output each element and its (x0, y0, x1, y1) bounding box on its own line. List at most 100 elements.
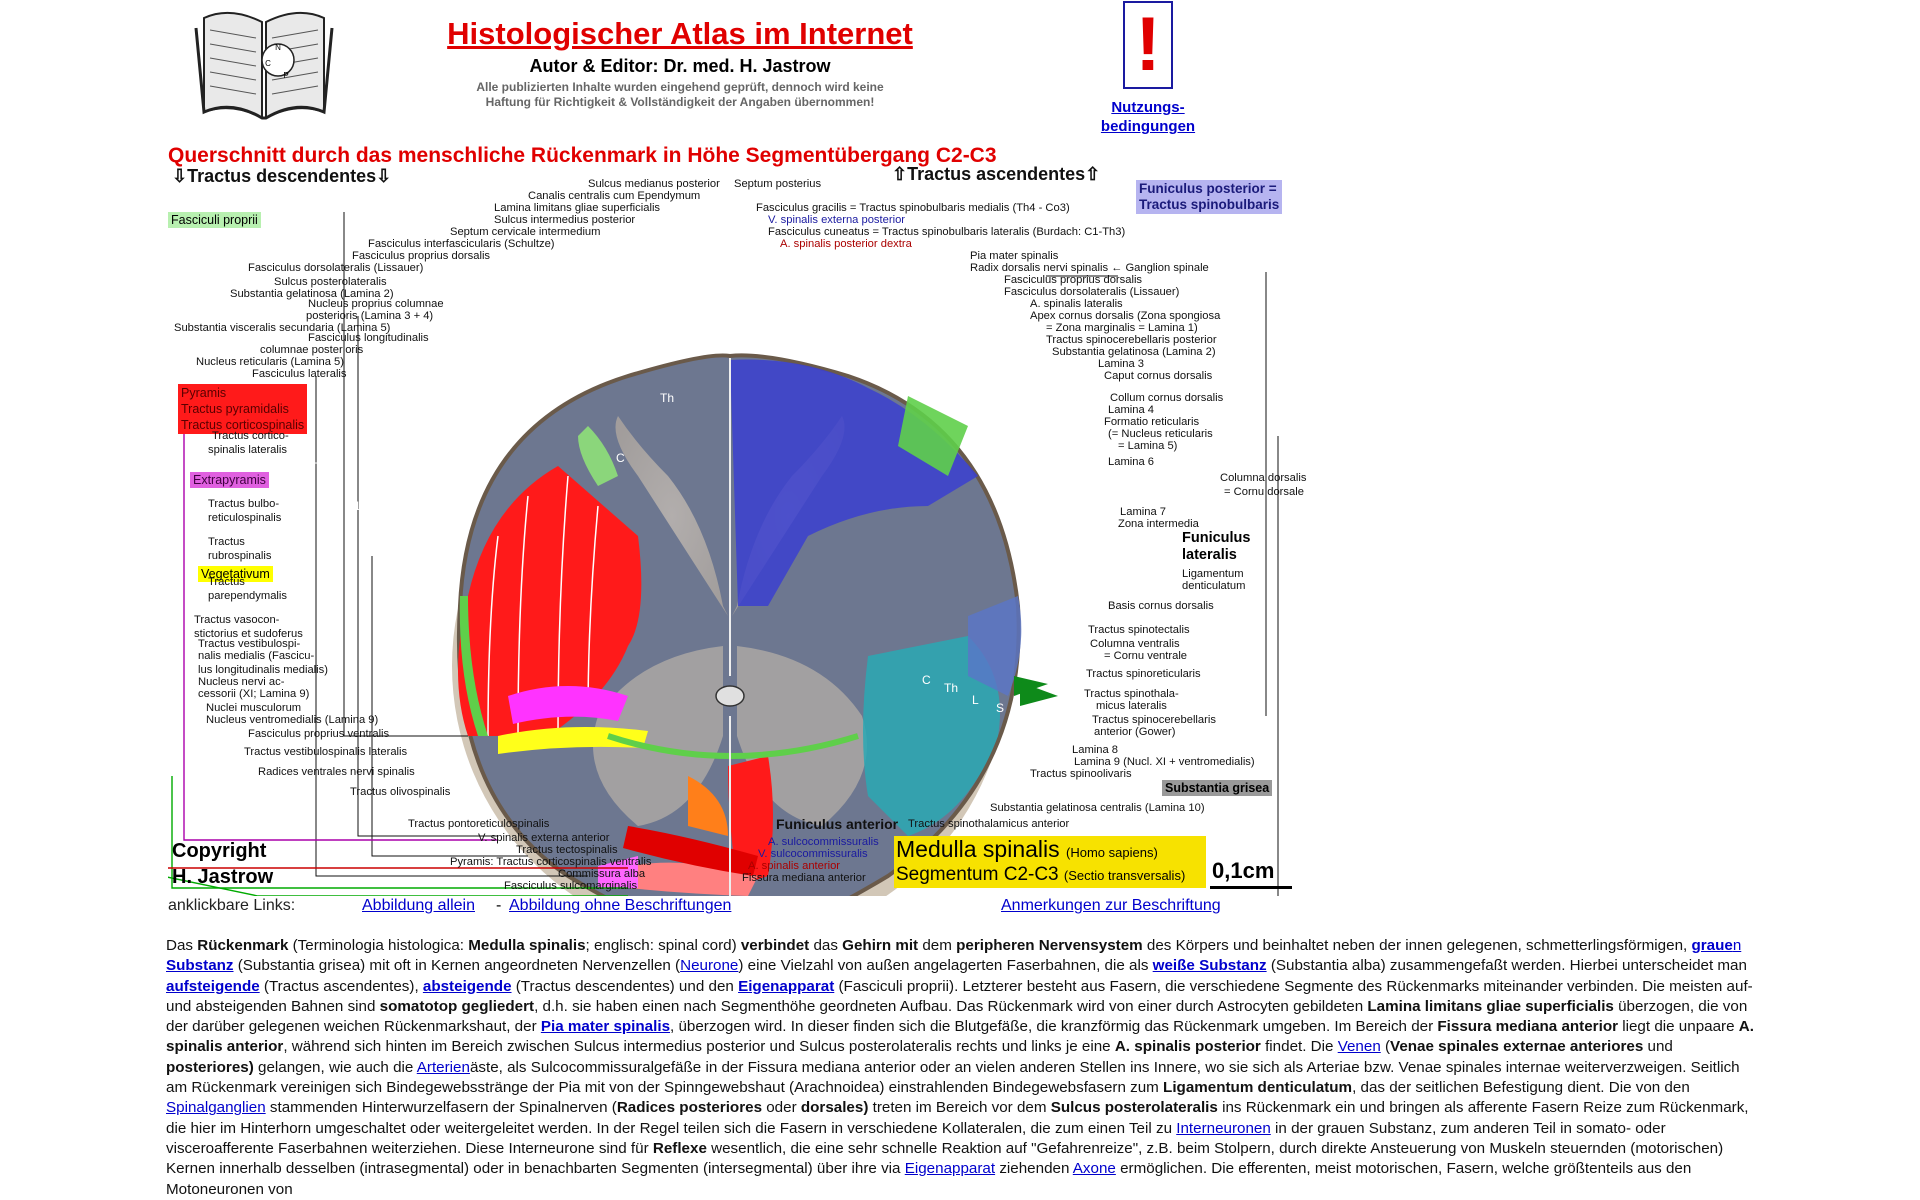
inline-link[interactable]: Neurone (680, 957, 739, 975)
text-run: das (809, 937, 843, 954)
a-spinalis-anterior-label: A. spinalis anterior (748, 860, 841, 872)
book-letter-n: N (275, 43, 281, 52)
segment-title: Segmentum C2-C3 (Sectio transversalis) (896, 864, 1185, 886)
text-run: dem (918, 937, 957, 954)
segment-letter: L (972, 693, 979, 707)
left-structure-label: Fasciculus dorsolateralis (Lissauer) (248, 262, 424, 274)
text-run: (Substantia alba) zusammengefaßt werden.… (1266, 957, 1747, 975)
bold-term: peripheren Nervensystem (956, 937, 1143, 954)
text-run: , das der seitlichen Befestigung dient. … (1352, 1079, 1690, 1097)
text-run: , überzogen wird. In dieser finden sich … (670, 1018, 1438, 1036)
left-structure-label: Fasciculus interfascicularis (Schultze) (368, 238, 555, 250)
left-structure-label: Substantia visceralis secundaria (Lamina… (174, 322, 391, 334)
svg-text:!: ! (1135, 2, 1160, 87)
inline-link[interactable]: graue (1691, 937, 1733, 954)
segment-letter: L5 - 1 (330, 499, 361, 513)
left-structure-label: Sulcus posterolateralis (274, 276, 387, 288)
left-structure-label: Radices ventrales nervi spinalis (258, 766, 415, 778)
warning-exclamation-icon[interactable]: ! (1122, 0, 1174, 92)
text-run: (Terminologia histologica: (288, 937, 469, 954)
bold-term: somatotop gegliedert (379, 997, 535, 1015)
segment-letter: Th (660, 391, 675, 405)
inline-link[interactable]: absteigende (422, 977, 512, 995)
right-structure-label: = Lamina 5) (1118, 440, 1178, 452)
segment-letter: Th (1048, 729, 1063, 743)
terms-of-use-link[interactable]: Nutzungs- bedingungen (1086, 98, 1210, 136)
inline-link[interactable]: Interneuronen (1176, 1119, 1271, 1137)
figure-title: Querschnitt durch das menschliche Rücken… (168, 144, 997, 167)
copyright-note: Copyright H. Jastrow (172, 838, 273, 890)
left-structure-label: Substantia gelatinosa (Lamina 2) (230, 288, 394, 300)
inline-link[interactable]: aufsteigende (166, 977, 260, 995)
top-structure-label: Fasciculus cuneatus = Tractus spinobulba… (768, 226, 1126, 238)
inline-link[interactable]: n (1732, 937, 1742, 954)
spinal-cord-figure[interactable]: ⇩Tractus descendentes⇩ ⇧Tractus ascenden… (168, 165, 1306, 896)
label-notes-link[interactable]: Anmerkungen zur Beschriftung (1001, 897, 1221, 914)
funiculus-lateralis-tag: Funiculus lateralis (1182, 530, 1250, 564)
image-without-labels-link[interactable]: Abbildung ohne Beschriftungen (509, 897, 732, 914)
text-run: , während sich hinten im Bereich zwische… (283, 1038, 1115, 1056)
top-structure-label: V. spinalis externa posterior (768, 214, 906, 226)
image-only-link[interactable]: Abbildung allein (362, 897, 475, 914)
bold-term: Reflexe (652, 1139, 707, 1157)
inline-link[interactable]: Arterien (416, 1058, 470, 1076)
bold-term: Ligamentum denticulatum (1163, 1079, 1353, 1097)
right-structure-label: Radix dorsalis nervi spinalis ← Ganglion… (970, 262, 1209, 274)
top-structure-label: Fasciculus gracilis = Tractus spinobulba… (756, 202, 1070, 214)
inline-link[interactable]: Venen (1337, 1038, 1381, 1056)
text-run: oder (762, 1099, 801, 1117)
tag-line: Funiculus posterior = (1139, 181, 1277, 196)
text-run: treten im Bereich vor dem (868, 1099, 1051, 1117)
left-structure-label: columnae posterioris (260, 344, 364, 356)
left-structure-label: Tractus vestibulospinalis lateralis (244, 746, 408, 758)
segment-letter: L (674, 343, 681, 357)
bold-term: Radices posteriores (616, 1099, 763, 1117)
pyramis-tag: Pyramis Tractus pyramidalis Tractus cort… (178, 384, 308, 434)
right-structure-label: Collum cornus dorsalis (1110, 392, 1224, 404)
medulla-species: (Homo sapiens) (1066, 845, 1158, 860)
top-structure-label: Canalis centralis cum Ependymum (528, 190, 701, 202)
inline-link[interactable]: Axone (1072, 1160, 1116, 1178)
inline-link[interactable]: weiße Substanz (1152, 957, 1267, 975)
right-structure-label: Basis cornus dorsalis (1108, 600, 1214, 612)
text-run: des Körpers und beinhaltet neben der inn… (1142, 937, 1692, 954)
right-structure-label: Tractus spinocerebellaris (1092, 714, 1216, 726)
right-structure-label: Tractus spinotectalis (1088, 624, 1190, 636)
inline-link[interactable]: Spinalganglien (166, 1099, 266, 1117)
ascending-tracts-heading: ⇧Tractus ascendentes⇧ (892, 164, 1101, 184)
inline-link[interactable]: Substanz (166, 957, 234, 975)
disclaimer-line: Haftung für Richtigkeit & Vollständigkei… (485, 95, 875, 109)
medulla-name: Medulla spinalis (896, 836, 1060, 862)
segment-letter: S (1044, 415, 1053, 429)
tag-line: Pyramis (181, 386, 227, 400)
left-structure-label: rubrospinalis (208, 550, 272, 562)
fissura-mediana-anterior-label: Fissura mediana anterior (742, 872, 866, 884)
left-structure-label: Fasciculus sulcomarginalis (504, 880, 638, 892)
top-structure-label: Septum cervicale intermedium (450, 226, 601, 238)
bold-term: Rückenmark (197, 937, 289, 954)
right-structure-label: (= Nucleus reticularis (1108, 428, 1213, 440)
descending-tracts-heading: ⇩Tractus descendentes⇩ (172, 166, 392, 186)
left-structure-label: Commissura alba (558, 868, 646, 880)
disclaimer-line: Alle publizierten Inhalte wurden eingehe… (476, 80, 884, 94)
inline-link[interactable]: Eigenapparat (904, 1160, 996, 1178)
text-run: (Tractus descendentes) und den (511, 977, 739, 995)
funiculus-anterior-label: Funiculus anterior (776, 816, 899, 832)
copyright-line: H. Jastrow (172, 866, 274, 888)
inline-link[interactable]: Pia mater spinalis (540, 1018, 671, 1036)
book-letter-c: C (265, 59, 271, 68)
v-sulcocommissuralis-label: V. sulcocommissuralis (758, 848, 868, 860)
terms-line: bedingungen (1100, 118, 1196, 135)
bold-term: A. spinalis anterior (166, 1018, 1754, 1056)
segment-letter: S (748, 271, 757, 285)
right-structure-label: Apex cornus dorsalis (Zona spongiosa (1030, 310, 1221, 322)
inline-link[interactable]: Eigenapparat (738, 977, 835, 995)
right-structure-label: = Cornu dorsale (1224, 486, 1304, 498)
site-title-link[interactable]: Histologischer Atlas im Internet (447, 16, 913, 51)
tag-line: Tractus pyramidalis (181, 402, 289, 416)
right-structure-label: denticulatum (1182, 580, 1246, 592)
bold-term: A. spinalis posterior (1114, 1038, 1261, 1056)
right-structure-label: Fasciculus dorsolateralis (Lissauer) (1004, 286, 1180, 298)
text-run: ; englisch: spinal cord) (585, 937, 741, 954)
left-structure-label: Fasciculus lateralis (252, 368, 347, 380)
